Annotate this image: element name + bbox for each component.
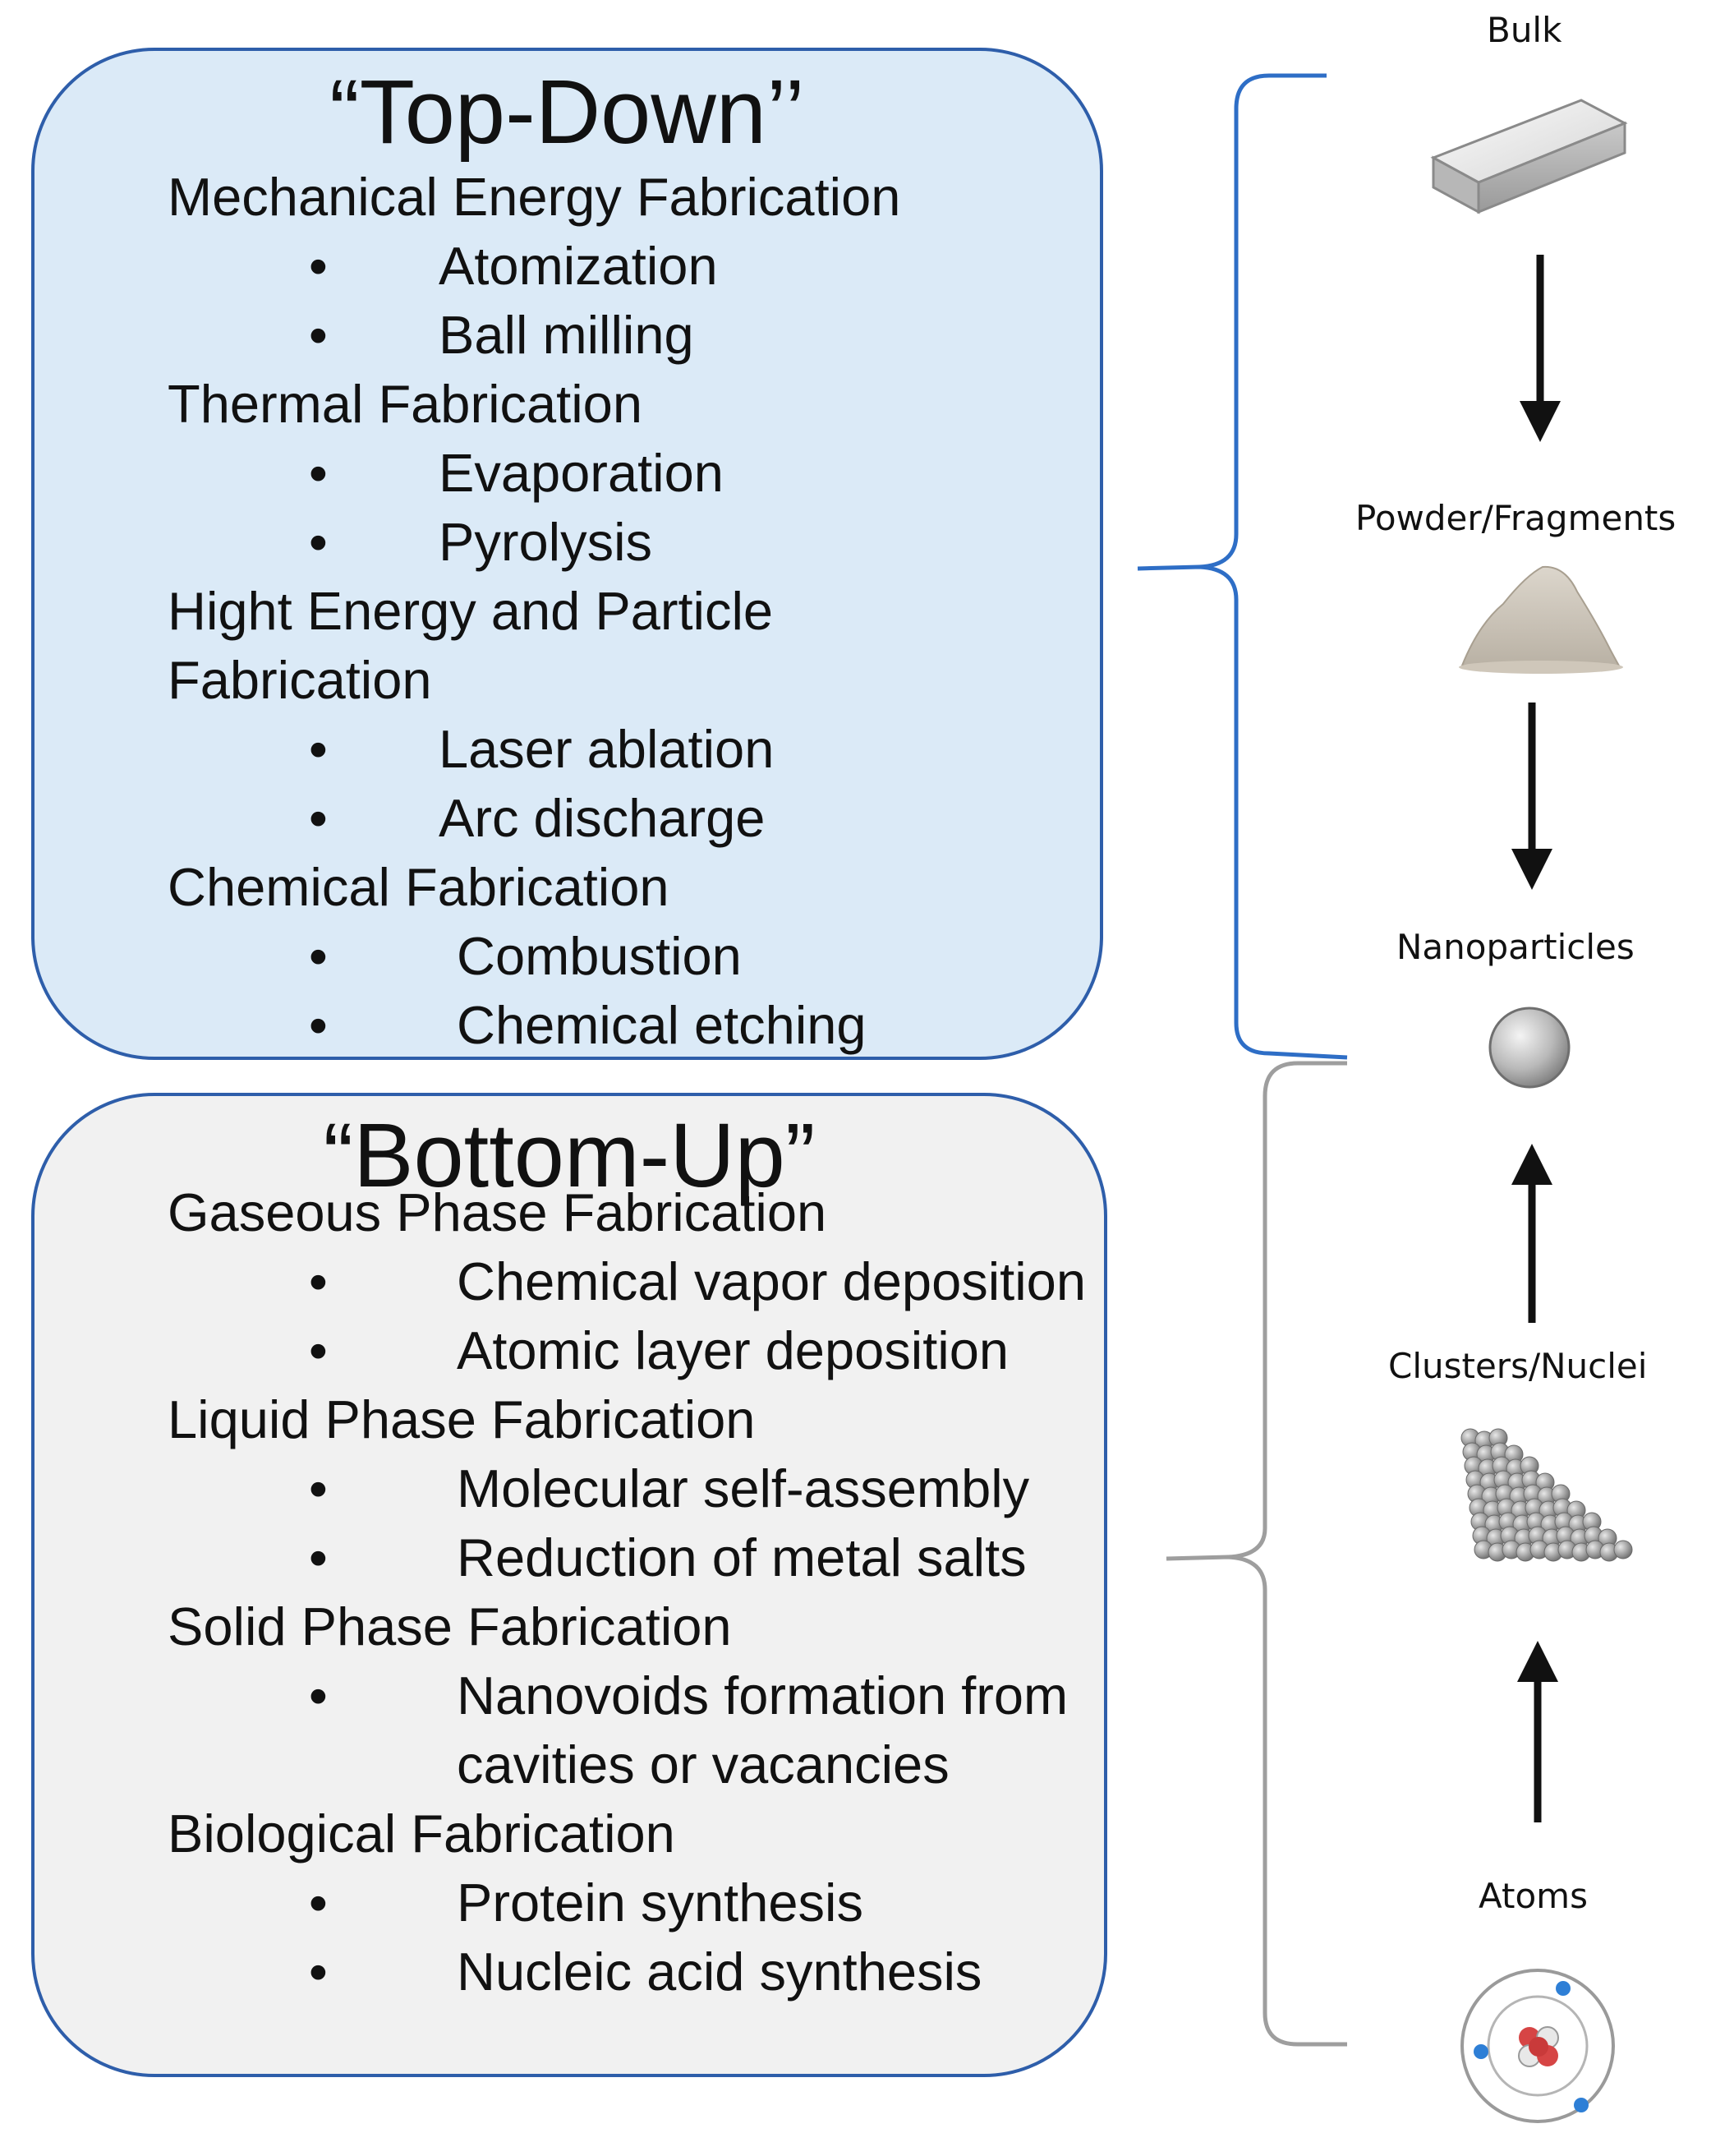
method-label: Pyrolysis (439, 512, 653, 572)
stage-label-powder: Powder/Fragments (1355, 498, 1677, 538)
bullet: • (309, 1251, 328, 1311)
category-label: Hight Energy and Particle Fabrication (168, 581, 774, 710)
list-item: • Ball milling (168, 301, 1130, 370)
method-label: Ball milling (439, 305, 694, 365)
category-label: Thermal Fabrication (168, 374, 642, 434)
list-item: • Chemical etching (168, 991, 1130, 1060)
top-down-panel: “Top-Down’’ Mechanical Energy Fabricatio… (31, 48, 1103, 1060)
stage-label-bulk: Bulk (1487, 10, 1562, 50)
list-item: • Nanovoids formation from cavities or va… (168, 1661, 1130, 1799)
bullet: • (309, 1942, 328, 2002)
method-label: Chemical etching (457, 995, 867, 1055)
list-item: • Evaporation (168, 439, 1130, 508)
bullet: • (309, 443, 328, 503)
top-down-title: “Top-Down’’ (329, 62, 805, 163)
method-label: Nanovoids formation from cavities or vac… (457, 1665, 1069, 1794)
arrow-clusters-to-nano-icon (1511, 1144, 1552, 1323)
list-item: • Atomic layer deposition (168, 1316, 1130, 1385)
category-label: Biological Fabrication (168, 1804, 675, 1863)
list-item: • Laser ablation (168, 715, 1130, 784)
bullet: • (309, 1527, 328, 1587)
bullet: • (309, 926, 328, 986)
method-label: Atomization (439, 236, 718, 296)
category-label: Chemical Fabrication (168, 857, 669, 917)
list-item: • Reduction of metal salts (168, 1523, 1130, 1592)
category-label: Solid Phase Fabrication (168, 1596, 732, 1656)
category-label: Liquid Phase Fabrication (168, 1389, 756, 1449)
bullet: • (309, 305, 328, 365)
list-item: • Arc discharge (168, 784, 1130, 853)
bullet: • (309, 512, 328, 572)
list-item: • Pyrolysis (168, 508, 1130, 577)
method-label: Evaporation (439, 443, 724, 503)
stage-label-clusters: Clusters/Nuclei (1388, 1346, 1648, 1386)
list-item: • Nucleic acid synthesis (168, 1937, 1130, 2006)
method-label: Nucleic acid synthesis (457, 1942, 982, 2002)
bottom-up-panel: “Bottom-Up” Gaseous Phase Fabrication • C… (31, 1093, 1107, 2077)
method-label: Combustion (457, 926, 742, 986)
method-label: Reduction of metal salts (457, 1527, 1027, 1587)
arrow-atoms-to-clusters-icon (1517, 1641, 1558, 1822)
bullet: • (309, 719, 328, 779)
list-item: • Combustion (168, 922, 1130, 991)
bottom-up-bracket (1166, 1061, 1347, 2047)
bulk-bar-icon (1430, 99, 1628, 214)
bottom-up-list: Gaseous Phase Fabrication • Chemical vapo… (168, 1178, 1130, 2006)
atom-icon (1460, 1969, 1615, 2123)
list-item: • Atomization (168, 232, 1130, 301)
stage-label-atoms: Atoms (1479, 1876, 1588, 1916)
stage-label-nanoparticles: Nanoparticles (1396, 927, 1635, 967)
cluster-ball (1613, 1540, 1633, 1559)
cluster-balls-icon (1460, 1428, 1633, 1562)
bullet: • (309, 1873, 328, 1933)
bullet: • (309, 1458, 328, 1518)
bullet: • (309, 1320, 328, 1380)
nanoparticle-sphere-icon (1488, 1007, 1571, 1089)
bullet: • (309, 788, 328, 848)
method-label: Atomic layer deposition (457, 1320, 1009, 1380)
top-down-bracket (1137, 73, 1348, 1060)
powder-pile-icon (1459, 565, 1623, 674)
top-down-list: Mechanical Energy Fabrication • Atomizati… (168, 163, 1130, 1060)
arrow-powder-to-nano-icon (1511, 703, 1552, 890)
category-label: Gaseous Phase Fabrication (168, 1182, 827, 1242)
method-label: Molecular self-assembly (457, 1458, 1030, 1518)
method-label: Protein synthesis (457, 1873, 863, 1933)
method-label: Arc discharge (439, 788, 766, 848)
bottom-up-title: “Bottom-Up” (323, 1105, 816, 1206)
bullet: • (309, 1665, 328, 1725)
bullet: • (309, 236, 328, 296)
category-label: Mechanical Energy Fabrication (168, 167, 901, 227)
method-label: Chemical vapor deposition (457, 1251, 1086, 1311)
arrow-bulk-to-powder-icon (1520, 255, 1561, 442)
list-item: • Protein synthesis (168, 1868, 1130, 1937)
list-item: • Chemical vapor deposition (168, 1247, 1130, 1316)
list-item: • Molecular self-assembly (168, 1454, 1130, 1523)
method-label: Laser ablation (439, 719, 775, 779)
bullet: • (309, 995, 328, 1055)
